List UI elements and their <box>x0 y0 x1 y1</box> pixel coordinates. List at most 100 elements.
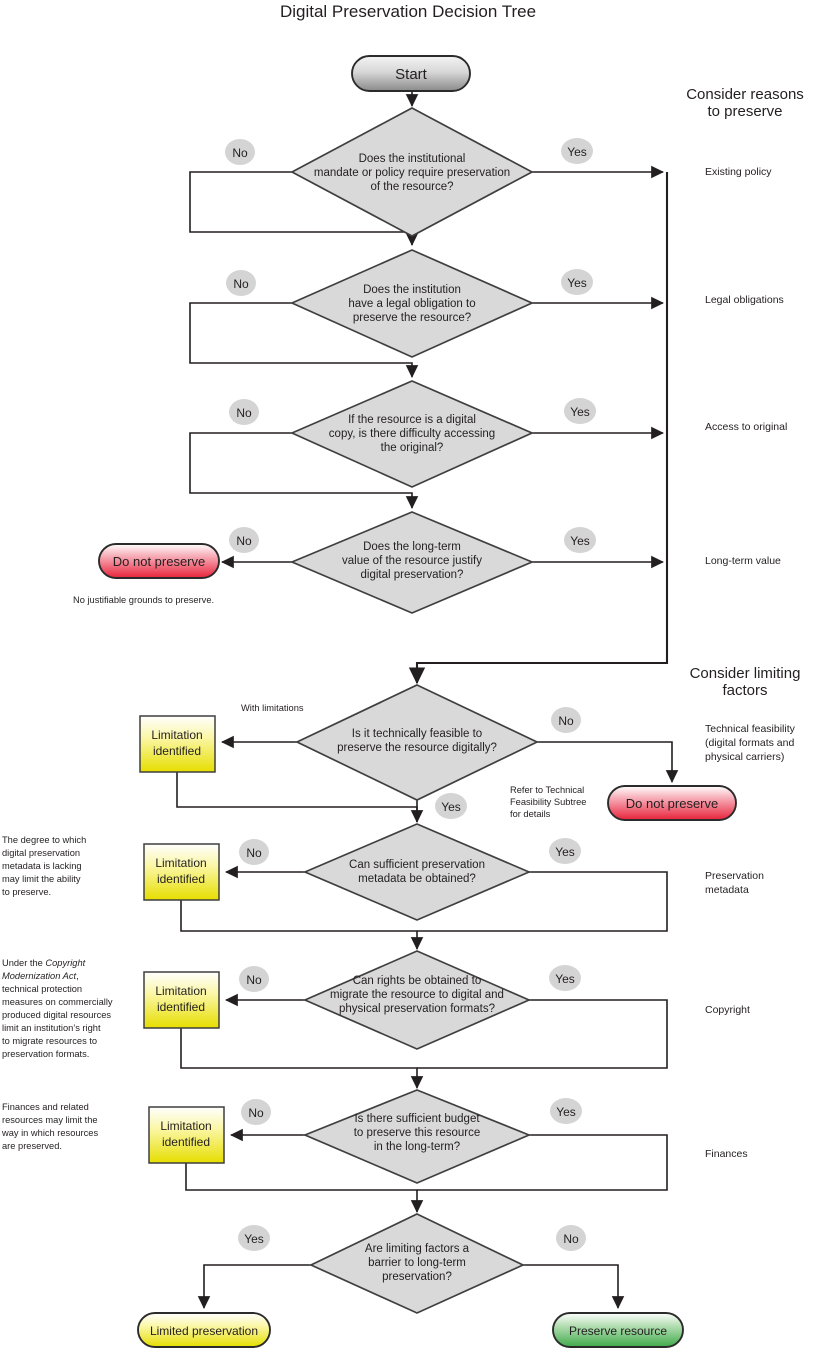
svg-text:physical carriers): physical carriers) <box>705 751 784 763</box>
edge-d9-no <box>523 1264 625 1309</box>
svg-text:to preserve.: to preserve. <box>2 887 51 897</box>
note-copyright-pre: Under the <box>2 958 45 968</box>
svg-text:resources may limit the: resources may limit the <box>2 1115 98 1125</box>
node-limitation-identified-4[interactable]: Limitation identified <box>148 1106 225 1164</box>
note-technical-feasibility-subtree: Refer to Technical Feasibility Subtree f… <box>510 785 586 819</box>
svg-text:Yes: Yes <box>244 1232 264 1246</box>
category-label-copyright: Copyright <box>705 1004 750 1016</box>
badge-d9-no: No <box>556 1225 586 1251</box>
svg-text:Technical feasibility: Technical feasibility <box>705 723 796 735</box>
decision-d5[interactable]: Is it technically feasible to preserve t… <box>295 684 539 801</box>
svg-text:Preservation: Preservation <box>705 870 764 882</box>
terminal-preserve-resource[interactable]: Preserve resource <box>552 1312 684 1348</box>
svg-text:No: No <box>246 846 262 860</box>
node-limitation-identified-3[interactable]: Limitation identified <box>143 971 220 1029</box>
svg-text:metadata is lacking: metadata is lacking <box>2 861 82 871</box>
decision-d3-line2: copy, is there difficulty accessing <box>329 428 495 440</box>
svg-text:Refer to Technical: Refer to Technical <box>510 785 584 795</box>
svg-text:limit an institution’s right: limit an institution’s right <box>2 1023 101 1033</box>
svg-text:No: No <box>246 973 262 987</box>
node-limitation-identified-1-line2: identified <box>153 744 201 758</box>
page-title: Digital Preservation Decision Tree <box>280 2 536 21</box>
svg-text:may limit the ability: may limit the ability <box>2 874 81 884</box>
badge-d4-no: No <box>229 527 259 553</box>
badge-d7-yes: Yes <box>549 965 581 991</box>
svg-text:No: No <box>236 534 252 548</box>
svg-text:Finances and related: Finances and related <box>2 1102 89 1112</box>
badge-d3-no: No <box>229 399 259 425</box>
decision-d5-line1: Is it technically feasible to <box>352 728 482 740</box>
terminal-do-not-preserve-1-label: Do not preserve <box>113 554 206 569</box>
decision-d8[interactable]: Is there sufficient budget to preserve t… <box>302 1089 532 1184</box>
start-node[interactable]: Start <box>351 55 471 92</box>
edge-d2-no <box>189 302 419 378</box>
caption-no-justifiable-grounds: No justifiable grounds to preserve. <box>73 595 214 605</box>
decision-d1-line1: Does the institutional <box>359 153 466 165</box>
edge-d7-yes <box>417 999 668 1069</box>
note-copyright-comma: , <box>76 971 79 981</box>
badge-d6-yes: Yes <box>549 838 581 864</box>
decision-d1[interactable]: Does the institutional mandate or policy… <box>290 107 534 237</box>
svg-text:No: No <box>232 146 248 160</box>
badge-d1-yes: Yes <box>561 138 593 164</box>
svg-text:for details: for details <box>510 809 551 819</box>
edge-yes-trunk-to-d5 <box>408 172 669 685</box>
svg-text:No: No <box>233 277 249 291</box>
decision-d9-line2: barrier to long-term <box>368 1257 466 1269</box>
svg-text:No: No <box>563 1232 579 1246</box>
svg-text:Yes: Yes <box>555 972 575 986</box>
decision-d3[interactable]: If the resource is a digital copy, is th… <box>289 380 535 488</box>
terminal-limited-preservation-label: Limited preservation <box>150 1324 258 1338</box>
section-header-limiting-line1: Consider limiting <box>690 665 801 682</box>
svg-text:No: No <box>248 1106 264 1120</box>
decision-d4[interactable]: Does the long-term value of the resource… <box>289 511 535 614</box>
terminal-do-not-preserve-2[interactable]: Do not preserve <box>607 785 737 821</box>
badge-d3-yes: Yes <box>564 398 596 424</box>
decision-d7-line1: Can rights be obtained to <box>353 975 482 987</box>
svg-text:measures on commercially: measures on commercially <box>2 997 113 1007</box>
decision-d6[interactable]: Can sufficient preservation metadata be … <box>302 823 532 921</box>
decision-d9[interactable]: Are limiting factors a barrier to long-t… <box>308 1213 526 1314</box>
badge-d8-no: No <box>241 1099 271 1125</box>
svg-text:digital preservation: digital preservation <box>2 848 80 858</box>
badge-d4-yes: Yes <box>564 527 596 553</box>
terminal-do-not-preserve-1[interactable]: Do not preserve <box>98 543 220 579</box>
svg-text:technical protection: technical protection <box>2 984 82 994</box>
edge-d9-yes <box>197 1264 311 1309</box>
node-limitation-identified-2-line1: Limitation <box>155 856 206 870</box>
note-copyright-italic2: Modernization Act <box>2 971 76 981</box>
node-limitation-identified-3-line2: identified <box>157 1000 205 1014</box>
svg-text:The degree to which: The degree to which <box>2 835 86 845</box>
badge-d2-yes: Yes <box>561 269 593 295</box>
edge-d6-yes <box>417 871 668 932</box>
category-label-finances: Finances <box>705 1148 748 1160</box>
decision-d2[interactable]: Does the institution have a legal obliga… <box>289 249 535 358</box>
svg-text:Yes: Yes <box>441 800 461 814</box>
decision-d9-line1: Are limiting factors a <box>365 1243 470 1255</box>
decision-d2-line1: Does the institution <box>363 284 461 296</box>
badge-d5-no: No <box>551 707 581 733</box>
svg-text:metadata: metadata <box>705 884 749 896</box>
section-header-reasons-line1: Consider reasons <box>686 86 804 103</box>
svg-text:way in which resources: way in which resources <box>1 1128 98 1138</box>
note-finances-limit: Finances and related resources may limit… <box>1 1102 98 1151</box>
terminal-limited-preservation[interactable]: Limited preservation <box>137 1312 271 1348</box>
category-label-preservation-metadata: Preservation metadata <box>705 870 764 896</box>
edge-label-with-limitations: With limitations <box>241 703 304 713</box>
node-limitation-identified-4-line1: Limitation <box>160 1119 211 1133</box>
svg-text:Yes: Yes <box>555 845 575 859</box>
decision-d2-line3: preserve the resource? <box>353 312 471 324</box>
edge-lim2-to-d7 <box>180 900 424 950</box>
decision-d1-line3: of the resource? <box>370 181 453 193</box>
section-header-reasons: Consider reasons to preserve <box>686 86 804 120</box>
node-limitation-identified-1[interactable]: Limitation identified <box>139 715 216 773</box>
node-limitation-identified-3-line1: Limitation <box>155 984 206 998</box>
svg-text:Feasibility Subtree: Feasibility Subtree <box>510 797 586 807</box>
decision-d7[interactable]: Can rights be obtained to migrate the re… <box>302 950 532 1050</box>
category-label-access-to-original: Access to original <box>705 421 787 433</box>
node-limitation-identified-2[interactable]: Limitation identified <box>143 843 220 901</box>
badge-d6-no: No <box>239 839 269 865</box>
svg-text:produced digital resources: produced digital resources <box>2 1010 111 1020</box>
edge-lim3-to-d8 <box>180 1028 424 1089</box>
